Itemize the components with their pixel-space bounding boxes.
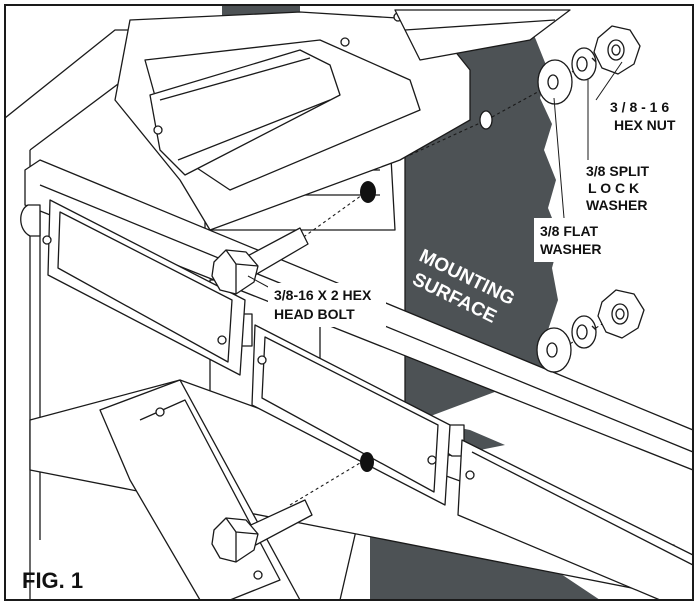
flat-washer-label-line1: 3/8 FLAT <box>540 223 599 239</box>
light-fixture-1 <box>42 199 246 376</box>
mounting-surface <box>222 5 600 600</box>
hex-head-bolt-label-line2: HEAD BOLT <box>274 306 355 322</box>
hex-nut-label-line1: 3 / 8 - 1 6 <box>610 99 669 115</box>
hex-nut-lower <box>597 289 645 339</box>
flat-washer-label-line2: WASHER <box>540 241 601 257</box>
split-lock-washer-label-line1: 3/8 SPLIT <box>586 163 649 179</box>
figure-frame <box>4 4 694 601</box>
split-lock-washer-label-line3: WASHER <box>586 197 647 213</box>
bracket-hole-lower <box>360 452 374 472</box>
hex-nut-upper <box>593 25 641 75</box>
bracket-hole-upper <box>360 181 376 203</box>
flat-washer-lower <box>536 327 572 373</box>
hex-head-bolt-upper <box>211 227 309 295</box>
surface-hole <box>479 110 493 130</box>
figure-caption: FIG. 1 <box>22 568 83 593</box>
split-lock-washer-upper <box>571 47 597 81</box>
split-lock-washer-lower <box>571 315 597 349</box>
top-cover <box>114 11 471 231</box>
hex-head-bolt-lower <box>211 499 313 563</box>
hex-nut-label-line2: HEX NUT <box>614 117 676 133</box>
flat-washer-upper <box>537 59 573 105</box>
light-fixture-2 <box>251 324 451 506</box>
light-fixture-3 <box>457 439 693 600</box>
split-lock-washer-label-line2: L O C K <box>588 180 639 196</box>
hex-head-bolt-label-line1: 3/8-16 X 2 HEX <box>274 287 372 303</box>
